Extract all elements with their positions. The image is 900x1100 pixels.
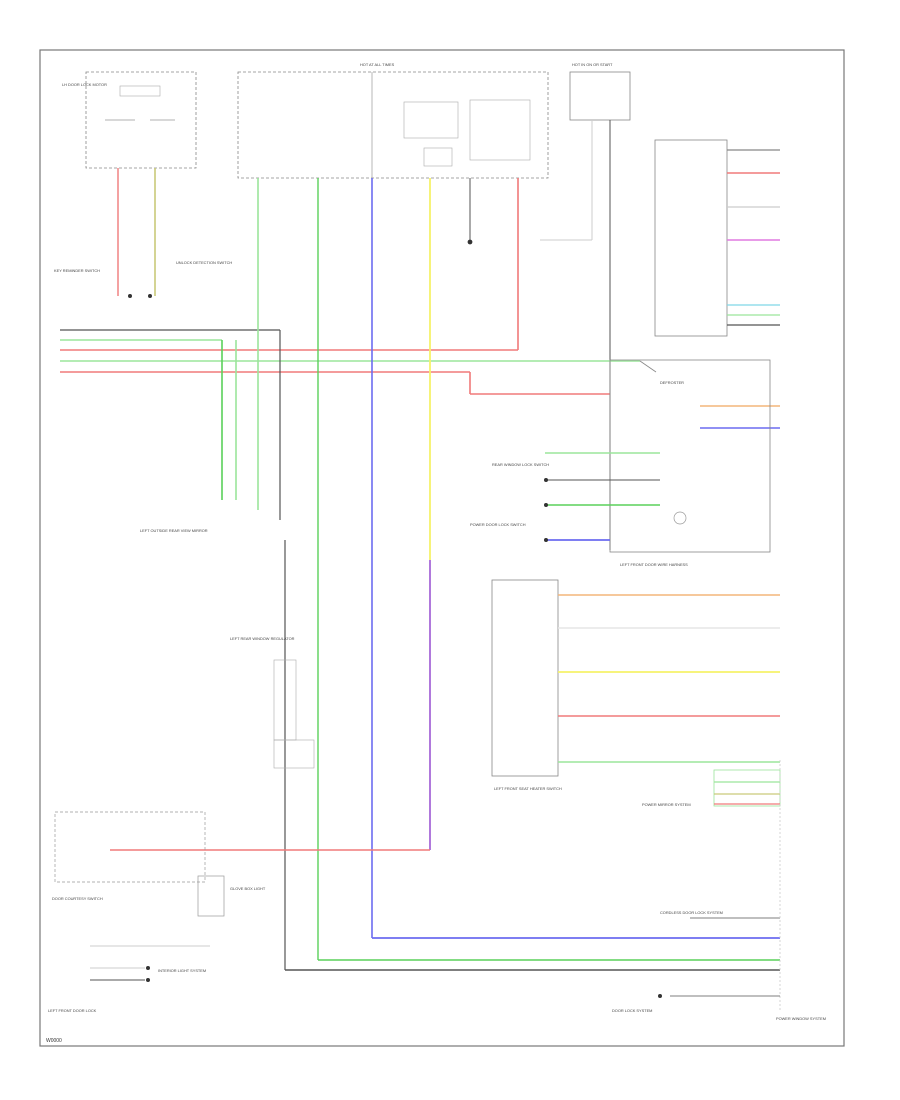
lh-rear-window-label: LEFT REAR WINDOW REGULATOR xyxy=(230,636,295,641)
lh-front-door-lock-label: LEFT FRONT DOOR LOCK xyxy=(48,1008,97,1013)
rear-window-lock-label: REAR WINDOW LOCK SWITCH xyxy=(492,462,549,467)
lh-side-door-harness-label: LEFT FRONT DOOR WIRE HARNESS xyxy=(620,562,688,567)
unlock-detect-switch-label: UNLOCK DETECTION SWITCH xyxy=(176,260,232,265)
mirror-heater-box: HOT IN ON OR START xyxy=(569,62,631,121)
door-control-ecu-box xyxy=(237,71,549,179)
right-connector-block xyxy=(654,139,780,337)
power-window-system-label: POWER WINDOW SYSTEM xyxy=(776,1016,826,1021)
seat-heater-switch-label: LEFT FRONT SEAT HEATER SWITCH xyxy=(494,786,562,791)
door-lock-system-label: DOOR LOCK SYSTEM xyxy=(612,1008,652,1013)
key-reminder-switch-label: KEY REMINDER SWITCH xyxy=(54,268,100,273)
lh-outside-mirror-label: LEFT OUTSIDE REAR VIEW MIRROR xyxy=(140,528,208,533)
door-courtesy-switch-label: DOOR COURTESY SWITCH xyxy=(52,896,103,901)
power-door-lock-label: POWER DOOR LOCK SWITCH xyxy=(470,522,526,527)
lh-door-lock-motor-box xyxy=(85,71,197,169)
glove-box-light-label: GLOVE BOX LIGHT xyxy=(230,886,266,891)
mirror-heater-title: HOT IN ON OR START xyxy=(572,62,613,67)
lh-door-lock-motor-label: LH DOOR LOCK MOTOR xyxy=(62,82,107,87)
footer-code: W0000 xyxy=(46,1038,62,1044)
diagram-frame xyxy=(39,49,845,1047)
power-mirror-system-label: POWER MIRROR SYSTEM xyxy=(642,802,691,807)
defroster-label: DEFROSTER xyxy=(660,380,684,385)
cordless-door-lock-label: CORDLESS DOOR LOCK SYSTEM xyxy=(660,910,723,915)
interior-light-system-label: INTERIOR LIGHT SYSTEM xyxy=(158,968,206,973)
ecu-title-label: HOT AT ALL TIMES xyxy=(360,62,395,67)
